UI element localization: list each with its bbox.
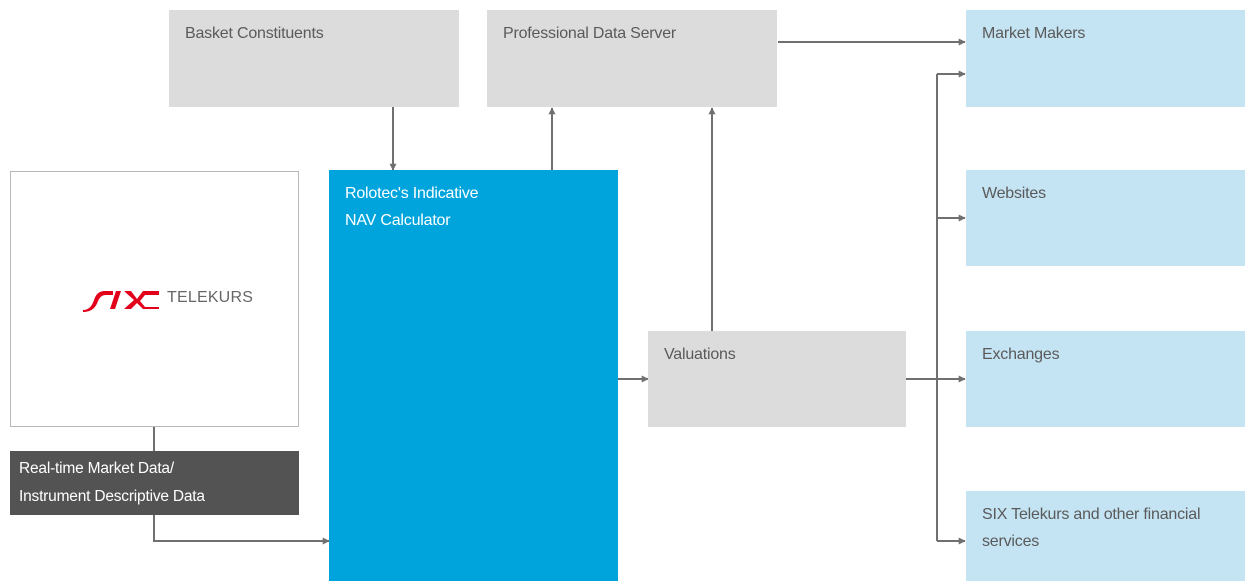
six-telekurs-logo: TELEKURS <box>83 288 253 312</box>
professional-data-server-label: Professional Data Server <box>503 25 677 42</box>
basket-constituents-box: Basket Constituents <box>169 10 459 107</box>
market-makers-box: Market Makers <box>966 10 1245 107</box>
six-telekurs-services-box: SIX Telekurs and other financial service… <box>966 491 1245 581</box>
six-logo-mark-icon <box>83 291 159 312</box>
valuations-box: Valuations <box>648 331 906 427</box>
market-data-box: Real-time Market Data/ Instrument Descri… <box>10 451 299 515</box>
edge-market-data-to-nav <box>153 515 330 545</box>
market-makers-label: Market Makers <box>982 25 1086 42</box>
six-telekurs-logo-box: TELEKURS <box>10 171 299 427</box>
market-data-label: Real-time Market Data/ Instrument Descri… <box>19 460 205 505</box>
basket-constituents-label: Basket Constituents <box>185 25 324 42</box>
websites-box: Websites <box>966 170 1245 266</box>
professional-data-server-box: Professional Data Server <box>487 10 777 107</box>
nav-calculator-label: Rolotec's Indicative NAV Calculator <box>345 185 479 229</box>
nav-calculator-box: Rolotec's Indicative NAV Calculator <box>329 170 618 581</box>
exchanges-box: Exchanges <box>966 331 1245 427</box>
valuations-label: Valuations <box>664 346 736 363</box>
telekurs-wordmark: TELEKURS <box>167 289 254 306</box>
exchanges-label: Exchanges <box>982 346 1060 363</box>
websites-label: Websites <box>982 185 1046 202</box>
six-telekurs-services-label: SIX Telekurs and other financial service… <box>982 506 1201 550</box>
